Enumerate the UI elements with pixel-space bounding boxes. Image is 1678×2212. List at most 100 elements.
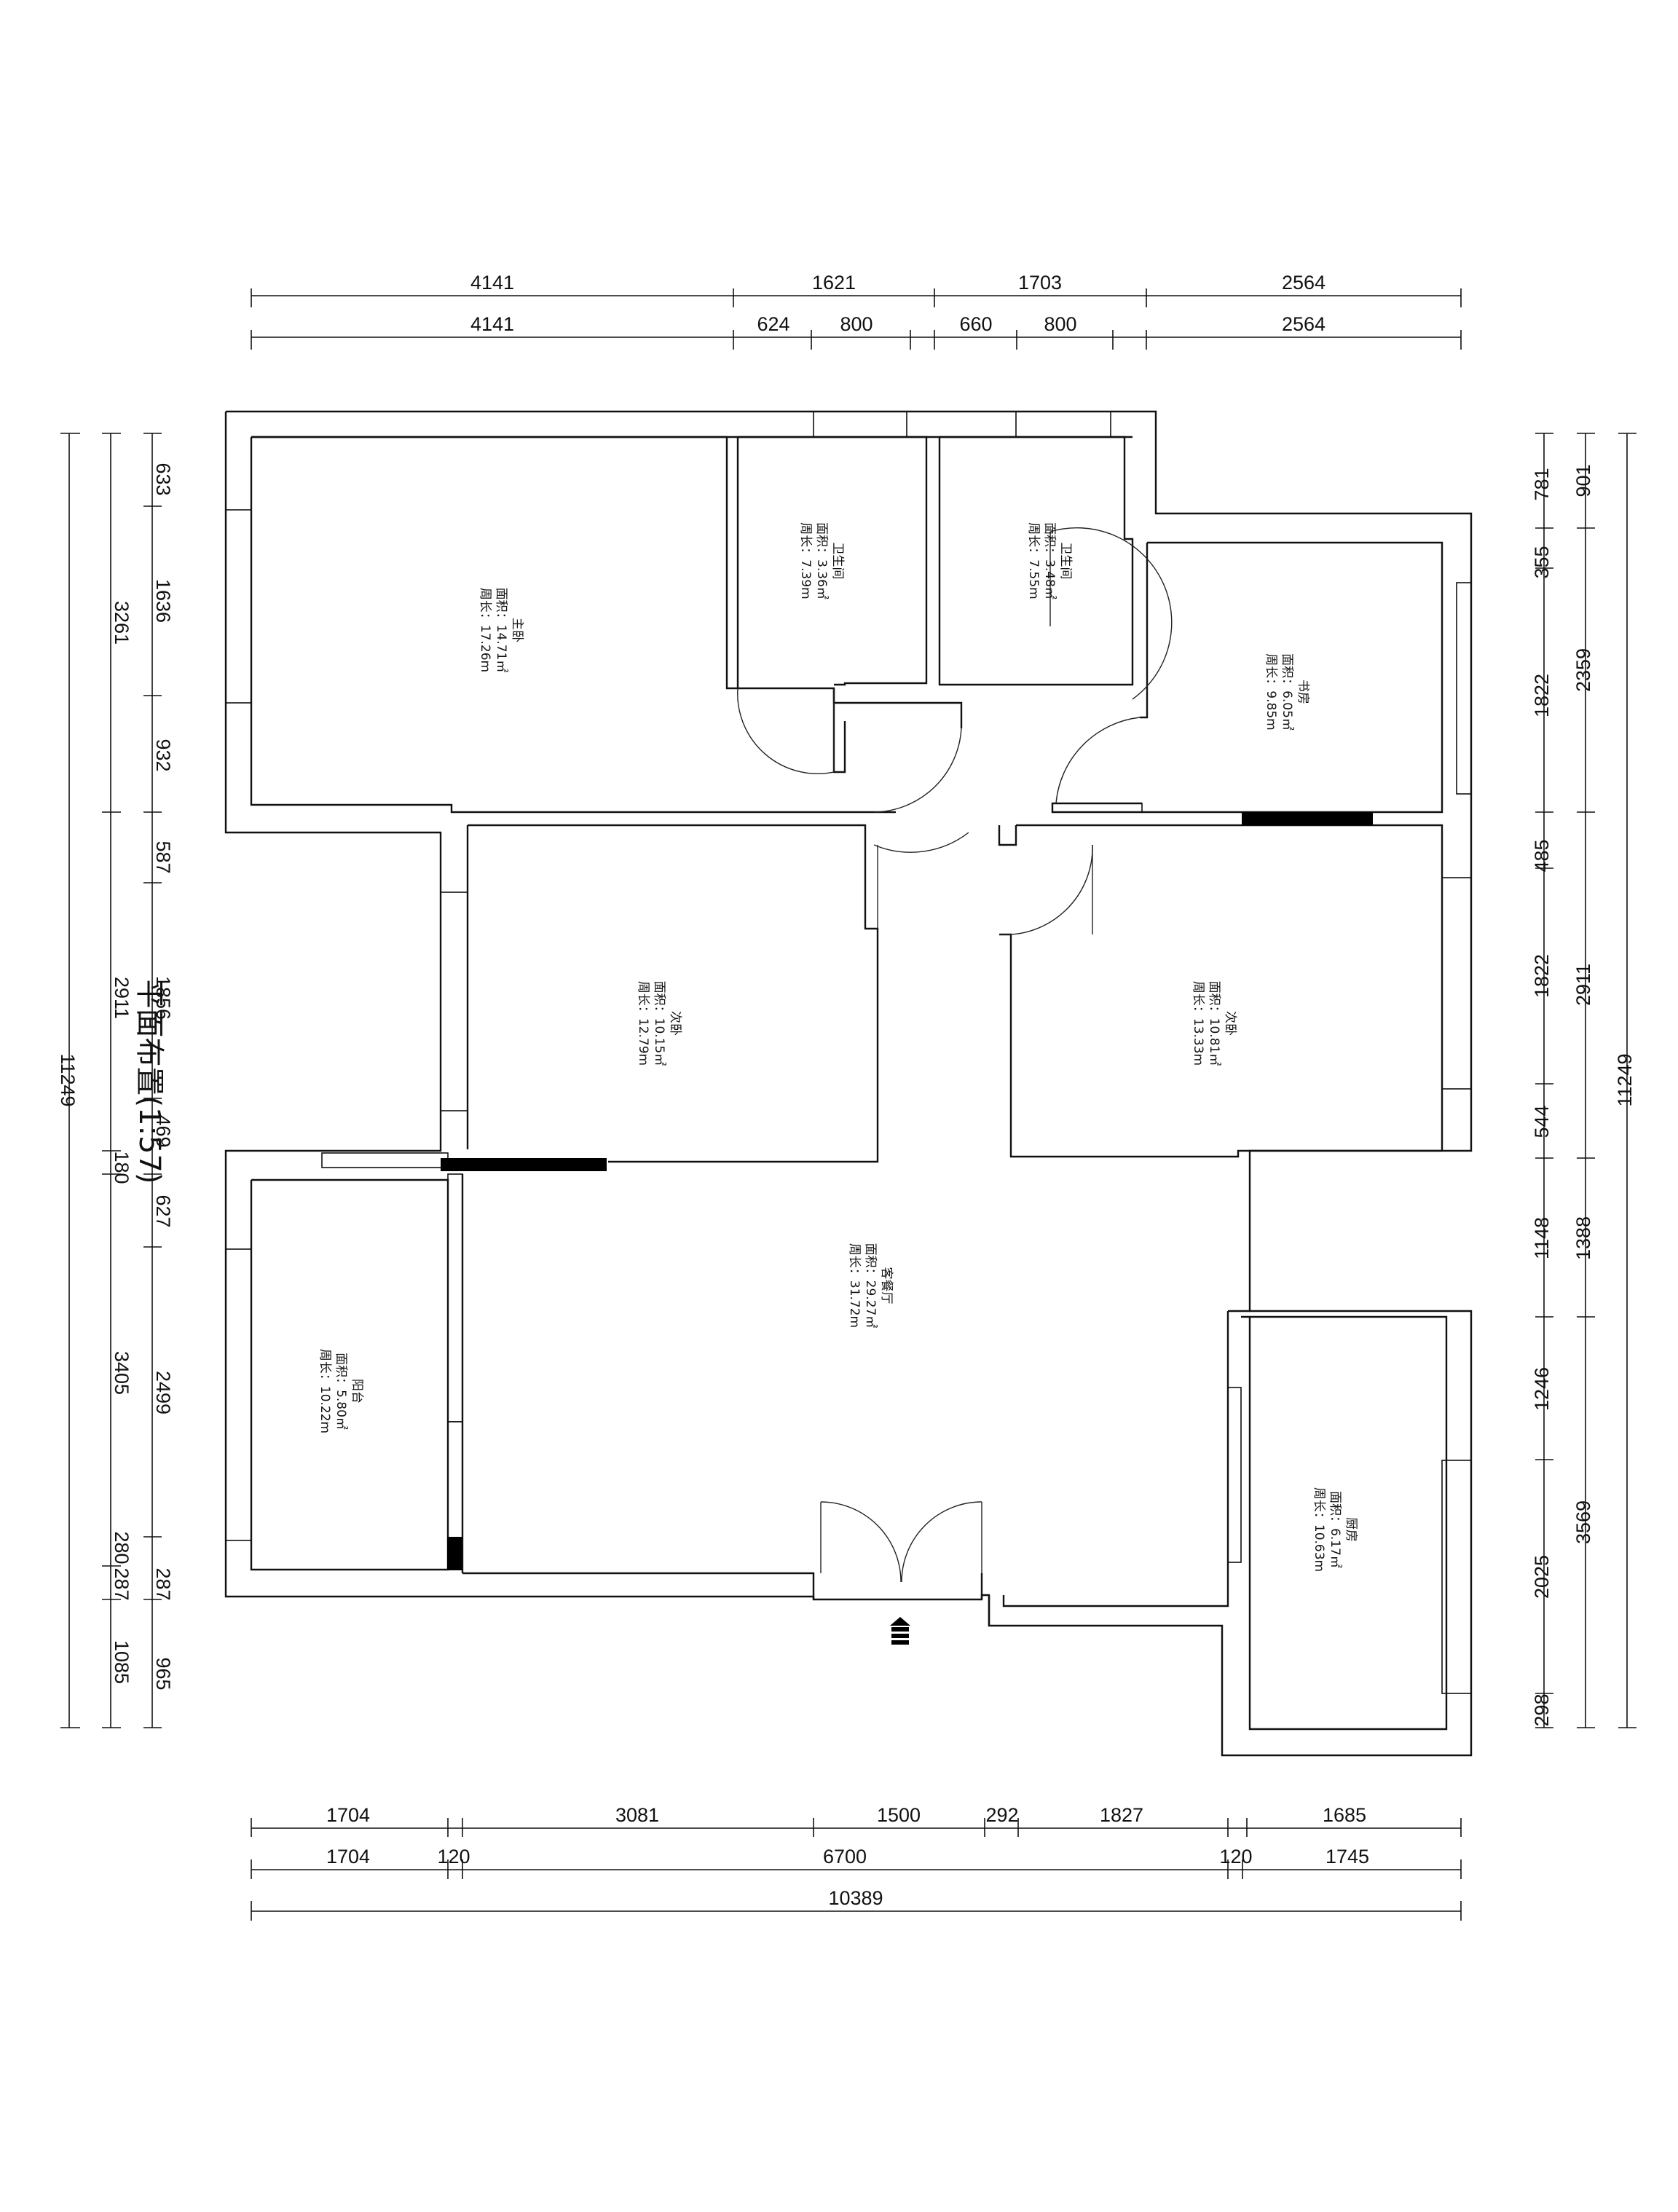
dim-top2-4: 800	[1044, 313, 1076, 335]
room-area: 面积：3.48㎡	[1042, 522, 1057, 599]
room-name: 主卧	[510, 618, 524, 642]
room-perimeter: 周长：12.79m	[636, 981, 650, 1066]
solid-wall-blocks	[441, 812, 1373, 1570]
dim-right-in-3: 485	[1531, 839, 1553, 872]
windows	[225, 411, 1472, 1694]
left-dimension-lines	[60, 433, 162, 1728]
room-label-study: 书房 面积：6.05㎡ 周长：9.85m	[1264, 653, 1310, 731]
room-name: 卫生间	[830, 543, 845, 580]
dim-right-outer-0: 11249	[1614, 1053, 1636, 1106]
dim-right-in-2: 1822	[1531, 674, 1553, 717]
dim-bot1-3: 292	[985, 1804, 1018, 1826]
dim-right-in-5: 544	[1531, 1105, 1553, 1138]
dim-left-mid-4: 280	[111, 1531, 133, 1564]
dim-top2-2: 800	[840, 313, 873, 335]
dim-right-in-4: 1822	[1531, 954, 1553, 998]
room-name: 厨房	[1344, 1517, 1358, 1542]
dim-left-mid-2: 180	[111, 1151, 133, 1184]
dim-left-in-9: 965	[152, 1657, 174, 1690]
dim-left-mid-5: 287	[111, 1567, 133, 1600]
dim-right-in-1: 355	[1531, 546, 1553, 578]
dim-bot2-3: 120	[1219, 1846, 1252, 1867]
drawing-title: 平面布置(1:57)	[133, 979, 166, 1184]
dim-right-mid-4: 3569	[1572, 1500, 1594, 1544]
dim-bot1-1: 3081	[615, 1804, 659, 1826]
dim-left-mid-3: 3405	[111, 1351, 133, 1395]
room-label-living-dining: 客餐厅 面积：29.27㎡ 周长：31.72m	[847, 1243, 894, 1329]
doors	[737, 527, 1173, 1583]
dim-left-in-3: 587	[152, 841, 174, 873]
dim-right-in-9: 298	[1531, 1693, 1553, 1726]
dim-left-outer-0: 11249	[57, 1053, 79, 1106]
dim-left-in-7: 2499	[152, 1371, 174, 1414]
room-perimeter: 周长：13.33m	[1191, 981, 1205, 1066]
room-area: 面积：10.81㎡	[1207, 981, 1221, 1066]
room-perimeter: 周长：7.55m	[1026, 522, 1041, 599]
bottom-dimension-lines	[251, 1818, 1462, 1921]
right-dimension-lines	[1535, 433, 1636, 1728]
room-perimeter: 周长：7.39m	[798, 522, 813, 599]
dim-top2-0: 4141	[470, 313, 514, 335]
dim-top2-5: 2564	[1282, 313, 1326, 335]
room-name: 次卧	[668, 1011, 682, 1036]
dim-bot3-0: 10389	[828, 1887, 883, 1909]
room-label-kitchen: 厨房 面积：6.17㎡ 周长：10.63m	[1312, 1487, 1358, 1572]
dim-top2-3: 660	[959, 313, 992, 335]
dim-right-in-6: 1148	[1531, 1217, 1553, 1259]
dim-right-mid-0: 901	[1572, 464, 1594, 497]
dim-right-in-7: 1246	[1531, 1367, 1553, 1411]
room-label-master-bedroom: 主卧 面积：14.71㎡ 周长：17.26m	[478, 588, 524, 673]
room-perimeter: 周长：17.26m	[478, 588, 492, 672]
dim-right-in-0: 781	[1531, 468, 1553, 500]
exterior-walls	[224, 410, 1473, 1757]
dim-left-mid-6: 1085	[111, 1640, 133, 1684]
top-dimension-lines	[251, 288, 1462, 350]
room-name: 卫生间	[1058, 543, 1073, 580]
dim-bot1-2: 1500	[877, 1804, 921, 1826]
dim-top1-0: 4141	[470, 272, 514, 294]
room-name: 书房	[1296, 680, 1310, 704]
room-label-bathroom-2: 卫生间 面积：3.48㎡ 周长：7.55m	[1026, 522, 1073, 599]
dim-left-in-4: 1856	[152, 976, 174, 1020]
dim-top1-2: 1703	[1018, 272, 1062, 294]
dim-left-in-2: 932	[152, 739, 174, 771]
dim-top1-3: 2564	[1282, 272, 1326, 294]
dim-bot2-1: 120	[437, 1846, 470, 1867]
dim-left-in-5: 469	[152, 1114, 174, 1147]
room-name: 次卧	[1223, 1011, 1237, 1036]
room-perimeter: 周长：10.63m	[1312, 1487, 1326, 1572]
room-perimeter: 周长：10.22m	[318, 1349, 332, 1433]
dim-bot1-5: 1685	[1323, 1804, 1366, 1826]
dim-top1-1: 1621	[812, 272, 856, 294]
room-name: 客餐厅	[879, 1267, 894, 1304]
room-label-bathroom-1: 卫生间 面积：3.36㎡ 周长：7.39m	[798, 522, 845, 599]
room-area: 面积：14.71㎡	[494, 588, 508, 673]
entrance-arrow-icon	[890, 1617, 910, 1645]
dim-right-mid-3: 1388	[1572, 1216, 1594, 1260]
room-area: 面积：3.36㎡	[814, 522, 829, 599]
room-walls	[250, 436, 1448, 1731]
room-perimeter: 周长：9.85m	[1264, 653, 1278, 730]
dim-left-in-6: 627	[152, 1194, 174, 1227]
dim-left-in-0: 633	[152, 463, 174, 495]
dim-right-mid-2: 2911	[1572, 964, 1594, 1006]
room-perimeter: 周长：31.72m	[847, 1243, 862, 1328]
dim-left-in-8: 287	[152, 1567, 174, 1600]
room-label-bedroom-left: 次卧 面积：10.15㎡ 周长：12.79m	[636, 981, 682, 1066]
dim-left-mid-1: 2911	[111, 977, 133, 1019]
room-area: 面积：5.80㎡	[334, 1353, 348, 1430]
room-label-balcony: 阳台 面积：5.80㎡ 周长：10.22m	[318, 1349, 364, 1433]
dim-bot2-2: 6700	[823, 1846, 867, 1867]
room-area: 面积：6.17㎡	[1328, 1491, 1342, 1568]
dim-left-in-1: 1636	[152, 579, 174, 623]
room-area: 面积：6.05㎡	[1280, 653, 1294, 731]
dim-top2-1: 624	[757, 313, 789, 335]
dim-bot1-4: 1827	[1100, 1804, 1143, 1826]
dim-right-in-8: 2025	[1531, 1555, 1553, 1599]
dim-bot1-0: 1704	[326, 1804, 370, 1826]
room-name: 阳台	[350, 1379, 364, 1404]
room-area: 面积：29.27㎡	[863, 1243, 878, 1329]
room-area: 面积：10.15㎡	[652, 981, 666, 1066]
room-label-bedroom-right: 次卧 面积：10.81㎡ 周长：13.33m	[1191, 981, 1237, 1066]
